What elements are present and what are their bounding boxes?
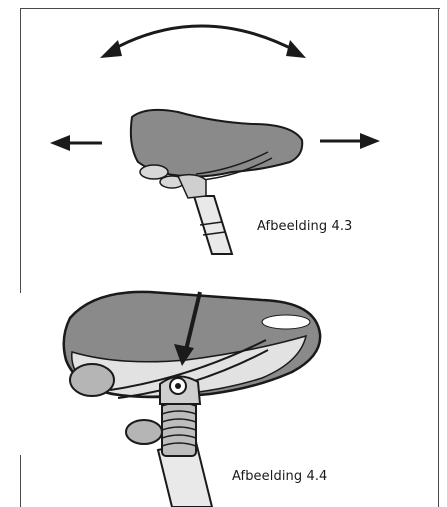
suspension-spring [162,398,196,456]
tilt-arc-arrow [108,26,298,52]
figure-4-3-caption: Afbeelding 4.3 [257,219,352,234]
seat-post-small [194,196,232,254]
slide-arrowhead-right [360,133,380,149]
tilt-arrowhead-right [286,40,306,58]
tilt-arrowhead-left [100,40,122,58]
seat-highlight [262,315,310,329]
figure-4-4-caption: Afbeelding 4.4 [232,469,327,484]
clamp-bolt [160,376,200,404]
slide-arrowhead-left [50,135,70,151]
